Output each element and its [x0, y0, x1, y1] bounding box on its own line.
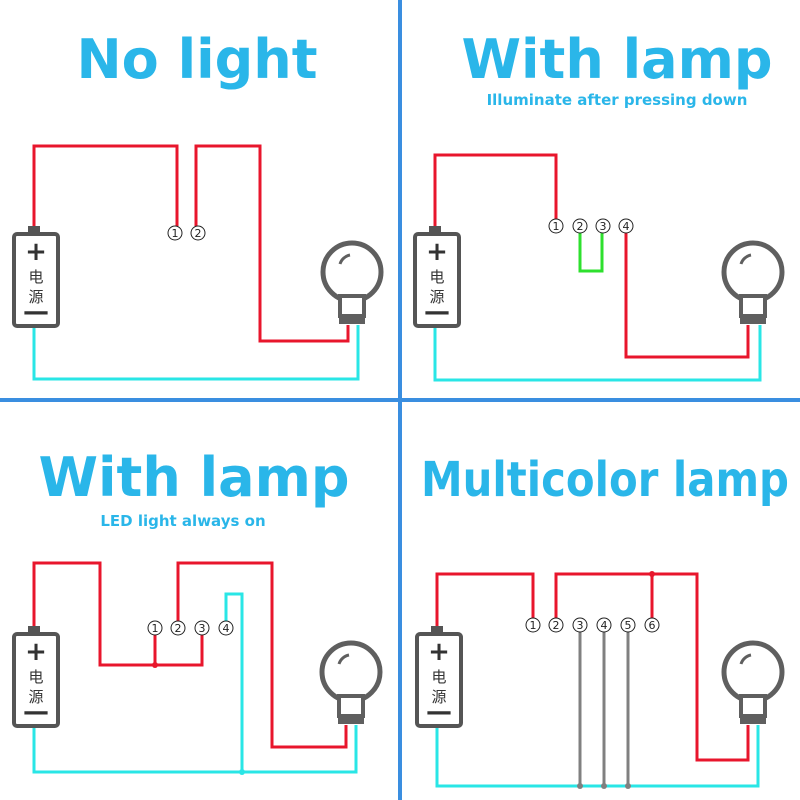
cyan-wire [435, 722, 760, 788]
light-bulb-icon [721, 640, 785, 724]
panel-title: No light [76, 28, 317, 91]
pin-label: 3 [577, 619, 584, 632]
pin-3: 3 [595, 218, 611, 234]
green-wire [578, 233, 604, 273]
pin-label: 4 [623, 220, 630, 233]
pin-label: 2 [195, 227, 202, 240]
pin-label: 1 [553, 220, 560, 233]
battery-icon: + 电 源 — [12, 226, 60, 328]
light-bulb-icon [319, 640, 383, 724]
battery-char-2: 源 [28, 688, 43, 706]
cyan-wire [32, 722, 358, 774]
red-wire [435, 572, 535, 632]
battery-char-1: 电 [431, 668, 446, 686]
pin-label: 6 [649, 619, 656, 632]
battery-minus: — [424, 297, 450, 327]
panel-title: Multicolor lamp [421, 452, 789, 508]
pin-label: 2 [553, 619, 560, 632]
wire-junction [152, 662, 158, 668]
battery-plus: + [426, 237, 448, 267]
pin-label: 1 [530, 619, 537, 632]
battery-minus: — [23, 297, 49, 327]
battery-minus: — [426, 697, 452, 727]
wire-junction [577, 783, 583, 789]
battery-char-2: 源 [28, 288, 43, 306]
pin-label: 1 [172, 227, 179, 240]
pin-1: 1 [167, 225, 183, 241]
pin-6: 6 [644, 617, 660, 633]
pin-2: 2 [548, 617, 564, 633]
battery-minus: — [23, 697, 49, 727]
pin-4: 4 [618, 218, 634, 234]
pin-4: 4 [596, 617, 612, 633]
panel-with-lamp-press: With lamp Illuminate after pressing down… [413, 28, 785, 382]
battery-icon: + 电 源 — [415, 626, 463, 728]
panel-subtitle: LED light always on [100, 512, 265, 530]
pin-1: 1 [147, 620, 163, 636]
panel-title: With lamp [38, 446, 349, 509]
pin-label: 2 [175, 622, 182, 635]
battery-char-2: 源 [431, 688, 446, 706]
red-wire [32, 144, 179, 232]
pin-label: 5 [625, 619, 632, 632]
red-wire [194, 144, 350, 343]
battery-icon: + 电 源 — [12, 626, 60, 728]
wire-junction [239, 769, 245, 775]
pin-label: 1 [152, 622, 159, 635]
red-wire [176, 561, 348, 749]
cyan-wire [224, 592, 244, 772]
battery-char-2: 源 [429, 288, 444, 306]
red-wire [433, 153, 558, 232]
pin-label: 4 [601, 619, 608, 632]
pin-1: 1 [525, 617, 541, 633]
pin-5: 5 [620, 617, 636, 633]
cyan-wire [433, 322, 762, 382]
battery-icon: + 电 源 — [413, 226, 461, 328]
light-bulb-icon [721, 240, 785, 324]
pin-3: 3 [572, 617, 588, 633]
wire-junction [625, 783, 631, 789]
battery-char-1: 电 [28, 668, 43, 686]
battery-plus: + [25, 637, 47, 667]
red-wire [624, 233, 750, 359]
battery-plus: + [428, 637, 450, 667]
pin-label: 3 [199, 622, 206, 635]
red-wire [32, 561, 204, 667]
wire-junction [649, 571, 655, 577]
battery-char-1: 电 [28, 268, 43, 286]
pin-label: 3 [600, 220, 607, 233]
pin-2: 2 [170, 620, 186, 636]
panel-no-light: No light 1 2 + 电 源 — [12, 28, 384, 381]
wire-junction [601, 783, 607, 789]
panel-with-lamp-led: With lamp LED light always on 1 2 3 4 + [12, 446, 383, 775]
battery-plus: + [25, 237, 47, 267]
pin-2: 2 [572, 218, 588, 234]
pin-3: 3 [194, 620, 210, 636]
panel-multicolor-lamp: Multicolor lamp 1 2 3 4 5 [415, 452, 789, 789]
pin-label: 4 [223, 622, 230, 635]
cyan-wire [32, 322, 360, 381]
light-bulb-icon [320, 240, 384, 324]
battery-char-1: 电 [429, 268, 444, 286]
panel-subtitle: Illuminate after pressing down [487, 91, 748, 109]
pin-label: 2 [577, 220, 584, 233]
pin-4: 4 [218, 620, 234, 636]
red-wire [554, 572, 750, 762]
panel-title: With lamp [461, 28, 772, 91]
pin-1: 1 [548, 218, 564, 234]
pin-2: 2 [190, 225, 206, 241]
